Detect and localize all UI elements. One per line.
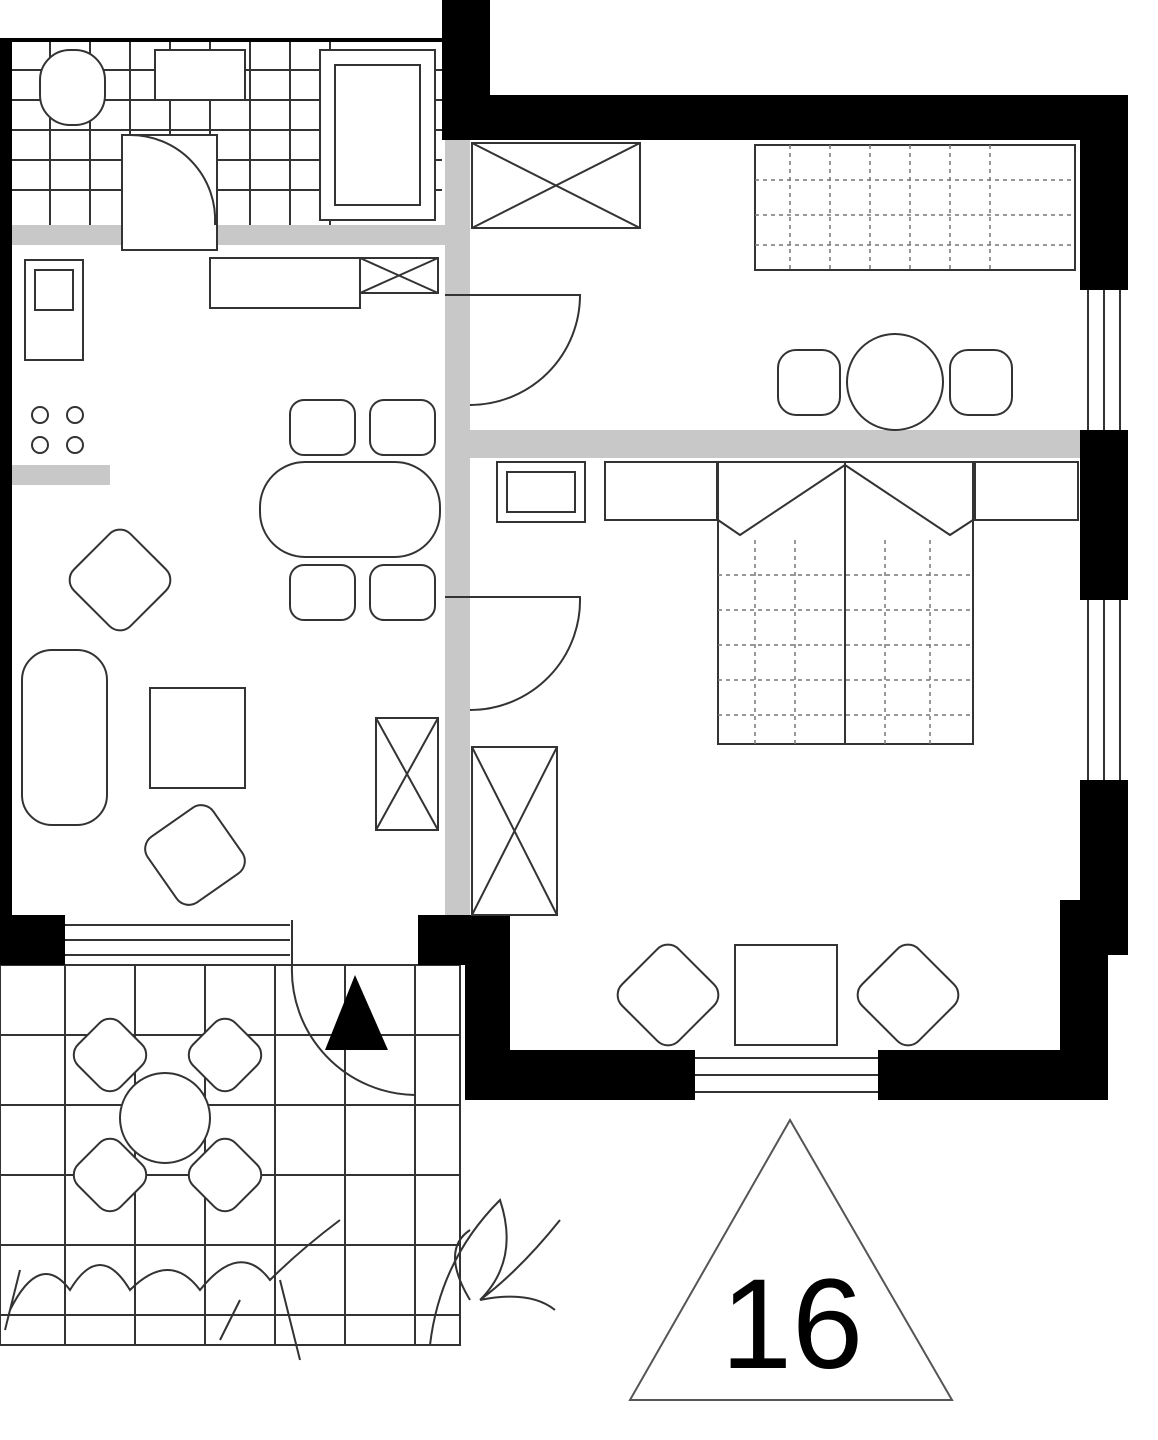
outer-walls: [0, 0, 1128, 1100]
chair-icon: [72, 1017, 148, 1093]
nightstand-icon: [604, 461, 718, 521]
unit-number: 16: [721, 1253, 863, 1396]
terrace: [4, 1017, 561, 1361]
chair-icon: [777, 349, 841, 416]
chair-icon: [289, 564, 356, 621]
door-icon: [121, 134, 218, 251]
unit-triangle-icon: [628, 1117, 954, 1401]
bed-icon: [754, 144, 1076, 271]
sink-icon: [154, 49, 246, 101]
sofa-icon: [21, 649, 108, 826]
plant-icon: [4, 1219, 341, 1361]
cabinet-icon: [209, 257, 361, 309]
chair-icon: [187, 1017, 263, 1093]
entrance: [290, 920, 416, 1097]
armchair-icon: [616, 943, 720, 1047]
inner-walls: [12, 140, 1080, 915]
round-table-icon: [119, 1072, 211, 1164]
chair-icon: [72, 1137, 148, 1213]
chair-icon: [289, 399, 356, 456]
windows: [65, 290, 1121, 1093]
chair-icon: [369, 399, 436, 456]
bathroom: [12, 42, 442, 251]
round-table-icon: [846, 333, 944, 431]
stove-icon: [31, 406, 84, 454]
nightstand-icon: [974, 461, 1079, 521]
armchair-icon: [68, 528, 172, 632]
chair-icon: [187, 1137, 263, 1213]
unit-marker: 16: [628, 1117, 954, 1401]
hallway: [445, 142, 1076, 711]
armchair-icon: [144, 804, 246, 906]
chair-icon: [949, 349, 1013, 416]
bedroom: [471, 461, 1079, 1047]
plant-icon: [429, 1198, 561, 1346]
toilet-icon: [39, 49, 106, 126]
living-room: [21, 257, 441, 906]
dining-table-icon: [259, 461, 441, 558]
entrance-arrow-icon: [325, 975, 388, 1050]
chair-icon: [369, 564, 436, 621]
coffee-table-icon: [734, 944, 838, 1046]
armchair-icon: [856, 943, 960, 1047]
coffee-table-icon: [149, 687, 246, 789]
